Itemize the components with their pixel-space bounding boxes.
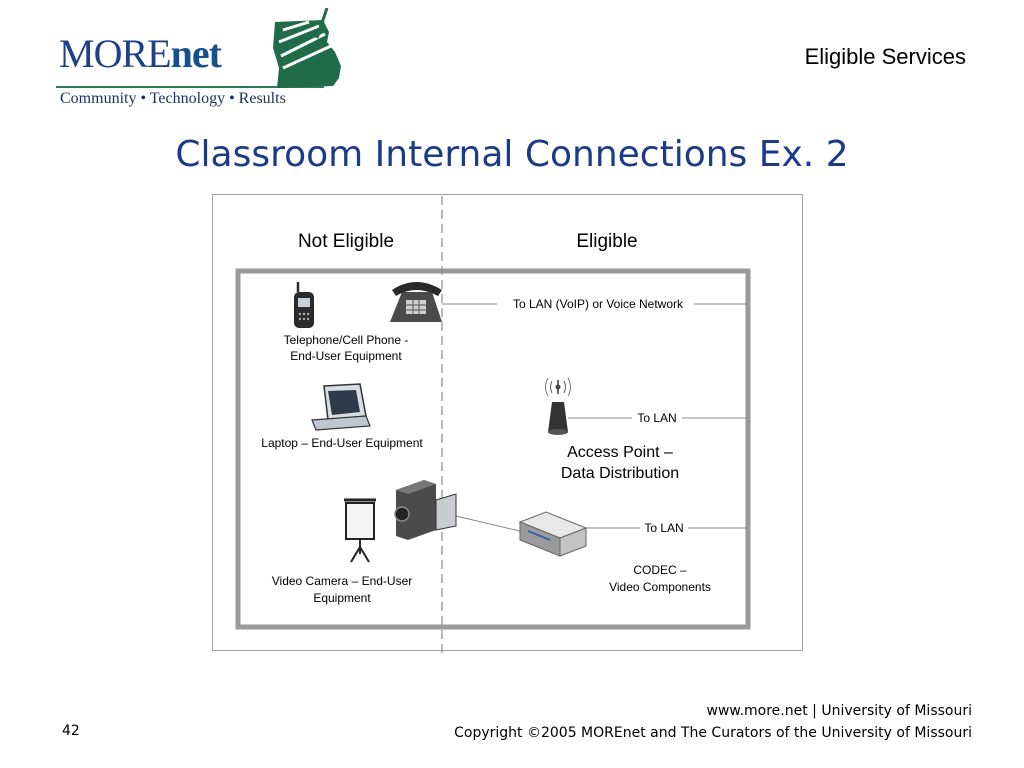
network-diagram: Not Eligible Eligible To LAN (VoIP) or V… [212,194,803,657]
codec-label-line-2: Video Components [609,580,711,594]
classroom-boundary [235,268,751,630]
access-point-label-line-2: Data Distribution [561,465,679,482]
logo-tagline: Community • Technology • Results [60,90,286,107]
footer-site: www.more.net | University of Missouri [706,703,972,719]
logo-wordmark: MOREnet [59,30,222,77]
access-point-label-line-1: Access Point – [567,444,673,461]
footer-credits: www.more.net | University of Missouri Co… [454,700,972,744]
logo-word-more: MORE [59,31,172,76]
laptop-label: Laptop – End-User Equipment [261,436,423,450]
logo-rule [56,86,324,88]
cell-phone-icon [294,282,314,328]
desk-phone-icon [390,282,442,322]
ap-connection-label: To LAN [637,411,676,425]
phone-label-line-2: End-User Equipment [290,349,402,363]
camera-codec-link [455,515,525,533]
missouri-map-icon [273,8,341,88]
video-camera-icon [394,480,457,540]
slide-title: Classroom Internal Connections Ex. 2 [175,134,849,175]
section-label: Eligible Services [804,44,966,69]
laptop-icon [311,383,371,431]
codec-device-icon [518,511,588,557]
camera-label-line-2: Equipment [313,591,371,605]
voice-connection-label: To LAN (VoIP) or Voice Network [513,297,684,311]
phone-label-line-1: Telephone/Cell Phone - [284,333,409,347]
codec-label-line-1: CODEC – [633,563,687,577]
column-header-not-eligible: Not Eligible [298,231,394,252]
projector-screen-icon [344,498,376,563]
morenet-logo: MOREnet Community • Technology • Results [56,8,346,114]
codec-connection-label: To LAN [644,521,683,535]
logo-word-net: net [170,31,222,76]
camera-label-line-1: Video Camera – End-User [272,574,413,588]
footer-copyright: Copyright ©2005 MOREnet and The Curators… [454,725,972,741]
access-point-icon [545,377,571,435]
page-number: 42 [62,723,80,739]
column-header-eligible: Eligible [576,231,637,252]
